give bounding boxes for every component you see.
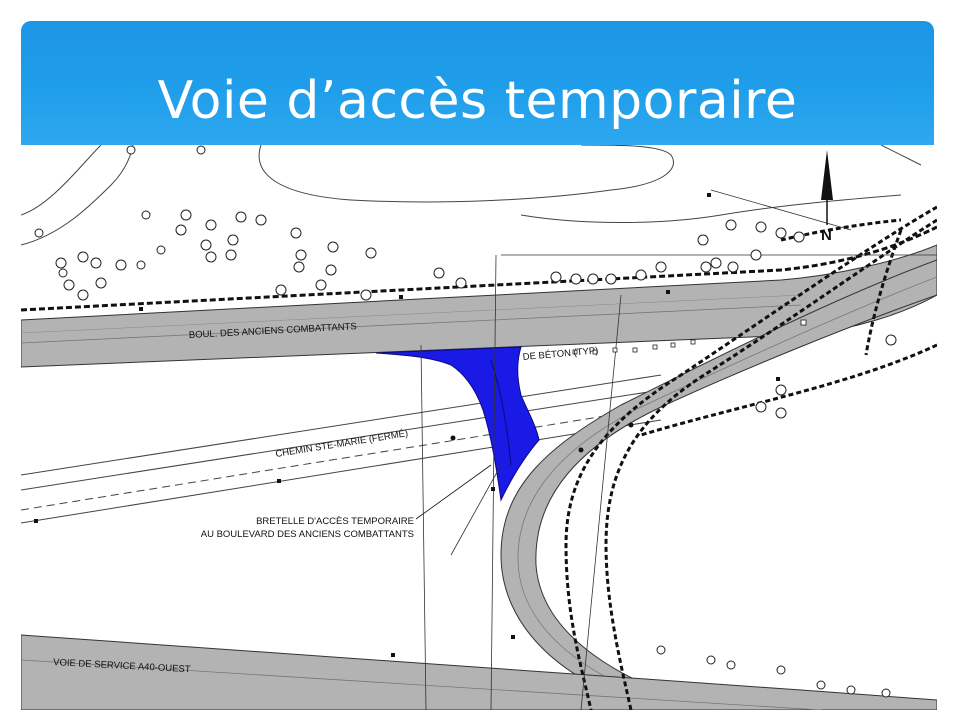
site-details (34, 193, 780, 657)
terrain-contours (21, 145, 922, 246)
chemin-ste-marie (21, 374, 662, 524)
bretelle-label-line2: AU BOULEVARD DES ANCIENS COMBATTANTS (201, 529, 414, 540)
site-plan-drawing: N (21, 145, 937, 710)
beton-label: DE BÉTON (TYP) (522, 345, 599, 363)
title-bar: Voie d’accès temporaire (21, 21, 934, 145)
survey-lines (420, 189, 937, 710)
site-small-squares (572, 319, 807, 355)
site-plan: N (21, 145, 937, 710)
fence-lines (564, 205, 937, 710)
north-label: N (821, 227, 832, 244)
a40-ramp (500, 259, 937, 710)
slide-title: Voie d’accès temporaire (157, 71, 798, 131)
north-arrow-icon (821, 150, 833, 225)
temporary-access-ramp (375, 346, 540, 502)
bretelle-label-line1: BRETELLE D'ACCÈS TEMPORAIRE (256, 516, 414, 527)
service-road-a40 (21, 634, 937, 710)
chemin-label: CHEMIN STE-MARIE (FERMÉ) (275, 428, 409, 460)
trees (34, 145, 897, 698)
